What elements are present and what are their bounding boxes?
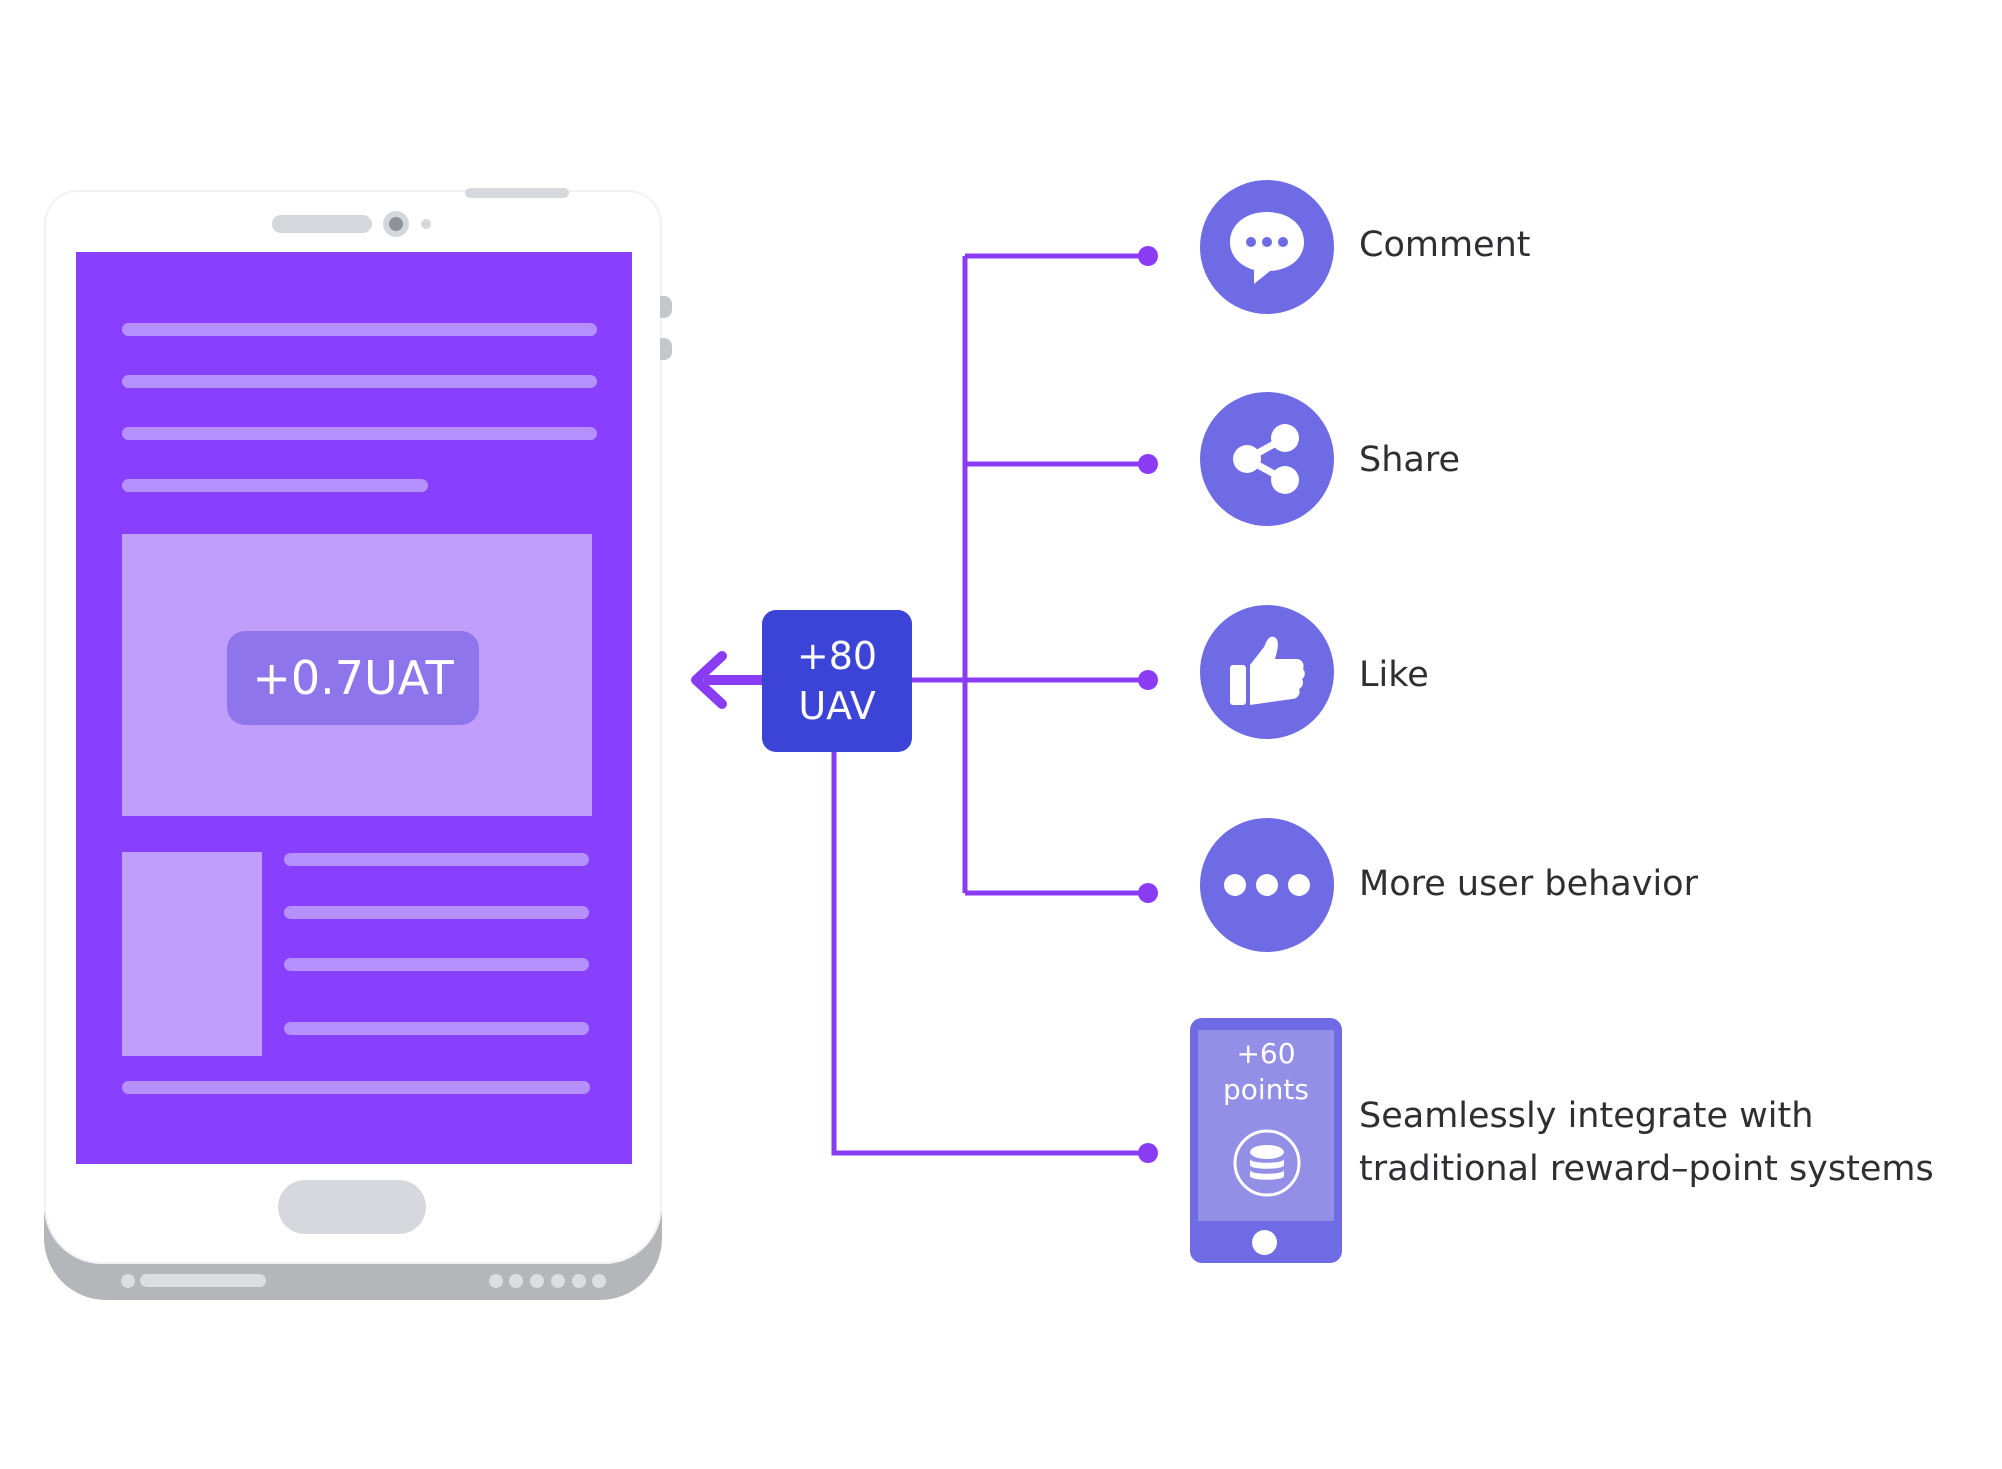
uav-reward-badge: +80 UAV	[762, 610, 912, 752]
phone-port-dot	[121, 1274, 135, 1288]
phone-top-button	[465, 188, 569, 198]
coin-stack-icon	[1233, 1129, 1301, 1197]
behavior-label-comment: Comment	[1359, 225, 1531, 265]
behavior-label-more: More user behavior	[1359, 864, 1698, 904]
text-line-placeholder	[122, 479, 428, 492]
text-line-placeholder	[284, 1022, 589, 1035]
reward-points-label-line1: Seamlessly integrate with	[1359, 1096, 1814, 1136]
connector-dot	[1138, 246, 1158, 266]
speaker-grille-dot	[592, 1274, 606, 1288]
volume-down-button	[660, 338, 672, 360]
points-connector-line	[831, 752, 1148, 1156]
uav-amount: +80	[796, 634, 878, 678]
speaker-grille-dot	[509, 1274, 523, 1288]
phone-home-button	[278, 1180, 426, 1234]
text-line-placeholder	[284, 906, 589, 919]
ellipsis-icon	[1200, 818, 1334, 952]
connector-dot	[1138, 454, 1158, 474]
phone-port-slot	[140, 1274, 266, 1287]
comment-icon	[1200, 180, 1334, 314]
text-line-placeholder	[284, 853, 589, 866]
thumbnail-placeholder	[122, 852, 262, 1056]
speaker-grille-dot	[489, 1274, 503, 1288]
text-line-placeholder	[284, 958, 589, 971]
reward-points-screen	[1198, 1030, 1334, 1221]
thumbs-up-icon	[1200, 605, 1334, 739]
text-line-placeholder	[122, 323, 597, 336]
speaker-grille-dot	[572, 1274, 586, 1288]
connector-dot	[1138, 670, 1158, 690]
uav-unit: UAV	[798, 684, 876, 728]
text-line-placeholder	[122, 1081, 590, 1094]
arrow-head-icon	[691, 651, 727, 709]
phone-sensor	[421, 219, 431, 229]
front-camera-icon	[383, 211, 409, 237]
behavior-label-share: Share	[1359, 440, 1461, 480]
behavior-label-like: Like	[1359, 655, 1429, 695]
volume-up-button	[660, 296, 672, 318]
connector-dot	[1138, 1143, 1158, 1163]
connector-dot	[1138, 883, 1158, 903]
share-icon	[1200, 392, 1334, 526]
speaker-grille-dot	[530, 1274, 544, 1288]
points-unit: points	[1223, 1073, 1309, 1106]
speaker-grille-dot	[551, 1274, 565, 1288]
reward-points-text: +60 points	[1198, 1036, 1334, 1108]
uat-reward-badge: +0.7UAT	[227, 631, 479, 725]
reward-points-label-line2: traditional reward–point systems	[1359, 1149, 1934, 1189]
text-line-placeholder	[122, 375, 597, 388]
text-line-placeholder	[122, 427, 597, 440]
reward-points-label: Seamlessly integrate with traditional re…	[1359, 1090, 1934, 1196]
mini-home-button	[1252, 1230, 1277, 1255]
points-amount: +60	[1236, 1037, 1296, 1070]
phone-speaker	[272, 215, 372, 233]
